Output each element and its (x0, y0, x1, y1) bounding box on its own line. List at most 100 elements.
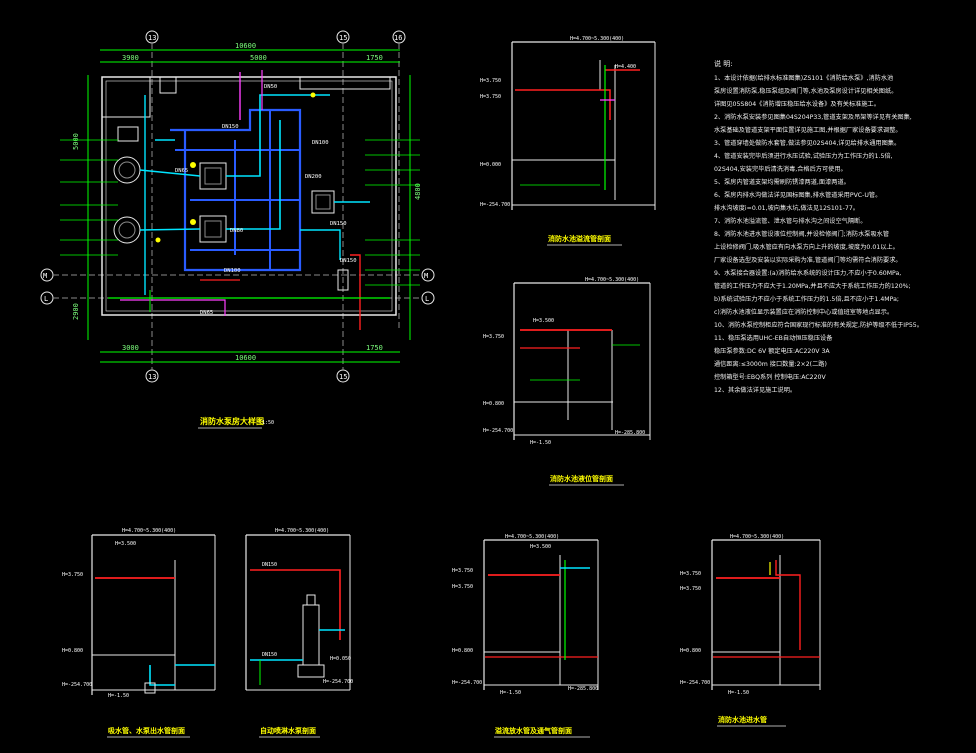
spray-pump (311, 190, 335, 214)
note-line-13: 8、消防水池进水管设液位控制阀,并设检修阀门;消防水泵吸水管 (714, 230, 889, 238)
note-line-9: 5、泵房内管道支架均需刷防锈漆两道,面漆两道。 (714, 178, 850, 186)
plan-label-7: DN100 (224, 268, 241, 274)
note-line-17: 管道的工作压力不应大于1.20MPa,并且不应大于系统工作压力的120%; (714, 282, 911, 290)
main-pipe-loop (170, 108, 302, 272)
note-line-16: 9、水泵接合器设置:(a)消防给水系统的设计压力,不应小于0.60MPa, (714, 269, 901, 277)
note-line-20: 10、消防水泵控制柜应符合国家现行标准的有关规定,防护等级不低于IP55。 (714, 321, 923, 329)
plan-label-8: DN150 (340, 258, 357, 264)
dim-top-3: 1750 (366, 54, 383, 62)
sec-e-level-1: H=3.500 (530, 544, 551, 550)
note-line-5: 水泵基础及管道支架平面位置详见施工图,并根据厂家设备要求调整。 (714, 126, 902, 134)
sec-e-level-5: H=-254.700 (452, 680, 482, 686)
note-line-15: 厂家设备选型及安装以实际采购为准,管道阀门等均需符合消防要求。 (714, 256, 902, 264)
note-line-11: 排水沟坡度i=0.01,坡向集水坑,做法见12S101-77。 (714, 204, 859, 212)
sec-c-level-5: H=-1.50 (108, 693, 129, 699)
sec-d-label-2: DN150 (262, 652, 277, 658)
axis-M-left: M (43, 272, 47, 280)
section-suction-outlet: H=4.700~5.300(400) H=3.500 H=3.750 H=0.8… (62, 528, 216, 738)
sec-d-label-1: DN150 (262, 562, 277, 568)
section-overflow-vent: H=4.700~5.300(400) H=3.500 H=3.750 H=3.7… (452, 534, 599, 738)
axis-M-right: M (424, 272, 428, 280)
plan-scale: 1:50 (262, 420, 274, 426)
sec-a-level-5: H=-254.700 (480, 202, 510, 208)
design-notes: 说 明: 1、本设计依据(给排水标准图集)ZS101《消防给水泵》,消防水池 泵… (714, 59, 923, 394)
sec-b-level-1: H=3.500 (533, 318, 554, 324)
sec-f-level-1: H=3.750 (680, 571, 701, 577)
pump-tank-2 (113, 216, 141, 244)
sec-b-level-3: H=0.800 (483, 401, 504, 407)
sec-b-level-2: H=3.750 (483, 334, 504, 340)
section-spray-pump: H=4.700~5.300(400) DN150 DN150 H=0.050 H… (245, 528, 353, 738)
sec-e-level-3: H=3.750 (452, 584, 473, 590)
sec-c-level-4: H=-254.700 (62, 682, 92, 688)
dim-left-2: 2900 (72, 303, 80, 320)
note-line-12: 7、消防水池溢流管、泄水管与排水沟之间设空气隔断。 (714, 217, 866, 225)
plan-label-1: DN150 (222, 124, 239, 130)
sec-b-title: 消防水池液位管剖面 (550, 474, 613, 483)
sec-a-level-top: H=4.700~5.300(400) (570, 36, 624, 42)
sec-e-level-6: H=-1.50 (500, 690, 521, 696)
sec-e-level-2: H=3.750 (452, 568, 473, 574)
notes-title: 说 明: (714, 59, 733, 68)
note-line-4: 2、消防水泵安装参见图集04S204P33,管道支架及吊架等详见有关图集, (714, 113, 912, 121)
axis-13-bottom: 13 (148, 373, 156, 381)
sec-c-level-3: H=0.800 (62, 648, 83, 654)
dim-top-2: 5000 (250, 54, 267, 62)
note-line-18: b)系统试验压力不应小于系统工作压力的1.5倍,且不应小于1.4MPa; (714, 295, 899, 303)
note-line-23: 通信距离:≤3000m 接口数量:2×2(二路) (714, 360, 827, 368)
spray-pump-body (302, 604, 320, 666)
plan-view: 13 15 16 13 15 M L M L 10600 3900 5000 1… (40, 30, 435, 429)
plan-label-6: DN150 (330, 221, 347, 227)
sec-f-title: 消防水池进水管 (718, 715, 767, 724)
plan-label-4: DN65 (175, 168, 188, 174)
sec-f-level-top: H=4.700~5.300(400) (730, 534, 784, 540)
sec-d-level-top: H=4.700~5.300(400) (275, 528, 329, 534)
sec-a-level-1: H=4.400 (615, 64, 636, 70)
plan-title: 消防水泵房大样图 (200, 416, 264, 426)
sec-a-level-3: H=3.750 (480, 94, 501, 100)
dim-bottom-2: 1750 (366, 344, 383, 352)
sec-e-level-top: H=4.700~5.300(400) (505, 534, 559, 540)
plan-label-9: DN65 (200, 310, 213, 316)
axis-15-top: 15 (339, 34, 347, 42)
note-line-22: 稳压泵参数:DC 6V 额定电压:AC220V 3A (714, 347, 830, 355)
note-line-3: 详图见05S804《消防增压稳压给水设备》及有关标准施工。 (714, 100, 880, 108)
note-line-21: 11、稳压泵选用UHC-EB自动恒压稳压设备 (714, 334, 833, 342)
sec-c-level-1: H=3.500 (115, 541, 136, 547)
sec-e-level-7: H=-285.800 (568, 686, 598, 692)
pump-tank-1 (113, 156, 141, 184)
section-level: H=4.700~5.300(400) H=3.500 H=3.750 H=0.8… (483, 277, 651, 486)
section-inlet: H=4.700~5.300(400) H=3.750 H=3.750 H=0.8… (680, 534, 821, 727)
sec-b-level-5: H=-1.50 (530, 440, 551, 446)
note-line-8: 02S404,安装完毕后清洗消毒,合格后方可使用。 (714, 165, 847, 173)
dim-top-1: 3900 (122, 54, 139, 62)
dim-left-1: 5000 (72, 133, 80, 150)
sec-d-level-4: H=-254.700 (323, 679, 353, 685)
note-line-25: 12、其余做法详见施工说明。 (714, 386, 796, 394)
sec-f-level-3: H=0.800 (680, 648, 701, 654)
sec-d-level-3: H=0.050 (330, 656, 351, 662)
dim-bottom-1: 3000 (122, 344, 139, 352)
note-line-6: 3、管道穿墙处做防水套管,做法参见02S404,详见给排水通用图集。 (714, 139, 900, 147)
fire-pump-1 (199, 162, 227, 190)
note-line-19: c)消防水池液位显示装置应在消防控制中心或值班室等地点显示。 (714, 308, 893, 316)
note-line-7: 4、管道安装完毕后须进行水压试验,试验压力为工作压力的1.5倍, (714, 152, 893, 160)
sec-b-level-6: H=-285.800 (615, 430, 645, 436)
fire-pump-2 (199, 215, 227, 243)
sec-e-title: 溢流放水管及通气管剖面 (495, 726, 572, 735)
axis-16-top: 16 (394, 34, 402, 42)
plan-label-5: DN80 (230, 228, 243, 234)
pump-room-outline (101, 76, 397, 316)
sec-b-level-top: H=4.700~5.300(400) (585, 277, 639, 283)
sec-c-level-top: H=4.700~5.300(400) (122, 528, 176, 534)
dim-top-total: 10600 (235, 42, 256, 50)
sec-c-level-2: H=3.750 (62, 572, 83, 578)
dim-right-1: 4800 (414, 183, 422, 200)
sec-b-level-4: H=-254.700 (483, 428, 513, 434)
axis-L-right: L (425, 295, 429, 303)
note-line-24: 控制箱型号:EBQ系列 控制电压:AC220V (714, 373, 826, 381)
sec-a-level-2: H=3.750 (480, 78, 501, 84)
note-line-10: 6、泵房内排水沟做法详见国标图集,排水管道采用PVC-U管。 (714, 191, 881, 199)
note-line-2: 泵房设置消防泵,稳压泵组及阀门等,水池及泵房设计详见相关图纸。 (714, 87, 897, 95)
